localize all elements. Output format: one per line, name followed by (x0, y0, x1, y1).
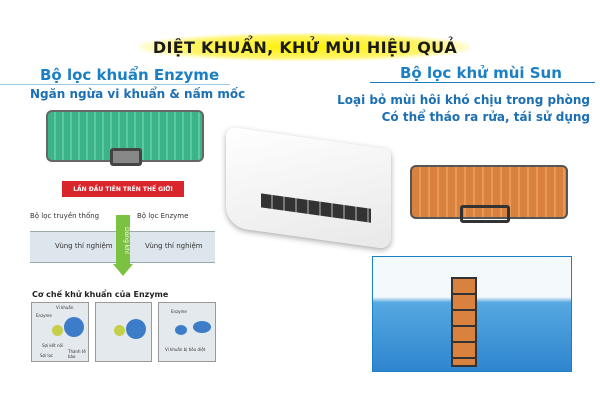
traditional-filter-label: Bộ lọc truyền thống (30, 212, 100, 220)
filter-handle (110, 148, 142, 166)
test-zone-left-label: Vùng thí nghiệm (55, 242, 113, 250)
headline-banner: DIỆT KHUẨN, KHỬ MÙI HIỆU QUẢ (140, 33, 470, 61)
test-zone-right-label: Vùng thí nghiệm (145, 242, 203, 250)
sun-filter-image (410, 165, 568, 219)
enzyme-label: Enzyme (36, 313, 52, 318)
killed-bacteria-label: Vi khuẩn bị tiêu diệt (165, 347, 206, 352)
washing-water-image (372, 256, 572, 372)
divider (0, 84, 230, 85)
enzyme-filter-subheading: Ngăn ngừa vi khuẩn & nấm mốc (30, 87, 246, 101)
air-conditioner-image (226, 126, 391, 250)
mechanism-title: Cơ chế khử khuẩn của Enzyme (32, 290, 169, 299)
airflow-arrow: Dòng khí (116, 215, 130, 265)
sun-feature-2: Có thể tháo ra rửa, tái sử dụng (381, 110, 590, 124)
sun-feature-1: Loại bỏ mùi hôi khó chịu trong phòng (337, 93, 590, 107)
mechanism-panel-1: Vi khuẩn Enzyme Sợi kết nối Sợi lọc Thàn… (31, 302, 89, 362)
arrow-down-icon (113, 264, 133, 276)
mechanism-panel-3: Enzyme Vi khuẩn bị tiêu diệt (158, 302, 216, 362)
bacteria-label: Vi khuẩn (56, 305, 74, 310)
cell-wall-label: Thành tế bào (68, 349, 86, 359)
filter-handle (460, 205, 510, 223)
mechanism-panel-2 (95, 302, 152, 362)
enzyme-filter-image (46, 110, 204, 162)
enzyme-filter-label: Bộ lọc Enzyme (137, 212, 189, 220)
world-first-ribbon: LẦN ĐẦU TIÊN TRÊN THẾ GIỚI (62, 181, 184, 197)
enzyme-label: Enzyme (171, 309, 187, 314)
link-label: Sợi kết nối (42, 343, 64, 348)
divider (370, 82, 595, 83)
fiber-label: Sợi lọc (40, 353, 54, 358)
sun-filter-heading: Bộ lọc khử mùi Sun (400, 64, 562, 82)
enzyme-filter-heading: Bộ lọc khuẩn Enzyme (40, 66, 220, 84)
